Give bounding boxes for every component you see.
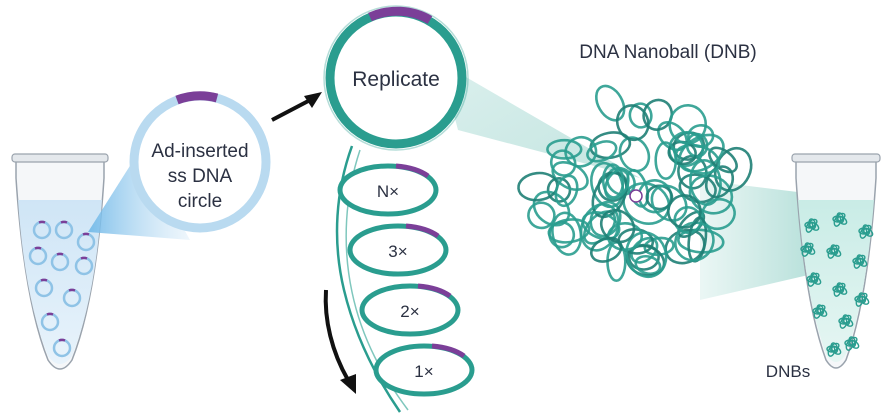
nanoball-strand-loop xyxy=(615,104,650,142)
tube-dnb-cluster xyxy=(806,272,822,287)
nanoball-strand-loop xyxy=(667,194,702,229)
nanoball-strand-loop xyxy=(650,184,688,222)
left-tube xyxy=(11,153,109,370)
tube-dnb-cluster xyxy=(812,304,828,319)
tube-adapter-mark xyxy=(46,312,54,316)
tube-adapter-mark xyxy=(58,338,66,342)
zoom-beam-right xyxy=(700,180,830,300)
loop-n xyxy=(337,163,439,217)
nanoball-strand-loop xyxy=(564,135,598,168)
ss-dna-circle xyxy=(129,91,271,233)
nanoball-strand-loop xyxy=(654,141,678,180)
nanoball-strand-loop xyxy=(603,168,630,201)
right-tube-dnbs xyxy=(800,212,874,357)
tube-dnb-cluster xyxy=(844,336,860,351)
nanoball-strand-loop xyxy=(532,190,571,227)
nanoball-strand-loop xyxy=(704,165,735,199)
nanoball-strand-loop xyxy=(548,220,576,249)
arrow-to-replicate xyxy=(271,92,322,122)
nanoball-strand-loop xyxy=(590,161,625,209)
tube-dnb-cluster xyxy=(826,244,842,259)
tube-dnb-cluster xyxy=(854,292,870,307)
tube-adapter-mark xyxy=(34,246,42,250)
nanoball-strand-loop xyxy=(625,231,668,279)
tube-adapter-mark xyxy=(68,288,76,292)
loop-1-label: 1× xyxy=(414,362,433,381)
loop-2-label: 2× xyxy=(400,302,419,321)
nanoball-strand-loop xyxy=(668,104,708,145)
nanoball-strand-loop xyxy=(586,140,618,163)
replicate-label: Replicate xyxy=(352,68,440,91)
nanoball-strand-loop xyxy=(546,177,572,203)
tube-adapter-mark xyxy=(38,220,46,224)
tube-dnb-cluster xyxy=(826,342,842,357)
loop-2 xyxy=(359,283,461,337)
tube-dnb-cluster xyxy=(832,212,848,227)
ss-circle-label-line2: ss DNA xyxy=(168,166,233,187)
nanoball-strand-loop xyxy=(634,254,662,276)
dnb-title: DNA Nanoball (DNB) xyxy=(579,42,756,63)
ss-circle-label-line3: circle xyxy=(178,191,222,212)
left-tube-circles xyxy=(28,220,96,358)
loop-3 xyxy=(347,223,449,277)
dnbs-label: DNBs xyxy=(766,362,810,381)
nanoball-strand-loop xyxy=(674,143,721,175)
tube-dnb-cluster xyxy=(832,282,848,297)
nanoball-strand-loop xyxy=(527,201,556,230)
loop-1 xyxy=(373,343,475,397)
nanoball-strand-loop xyxy=(673,205,703,235)
dna-nanoball xyxy=(517,84,753,282)
nanoball-core-marker xyxy=(629,189,643,203)
nanoball-strand-loop xyxy=(628,102,653,129)
replicate-circle xyxy=(323,5,469,151)
nanoball-strand-loop xyxy=(601,163,625,199)
loop-n-label: N× xyxy=(377,182,399,201)
replication-direction-arrow xyxy=(323,289,356,394)
tube-dnb-cluster xyxy=(852,254,868,269)
nanoball-strand-loop xyxy=(554,174,579,208)
nanoball-strand-loop xyxy=(546,138,583,160)
tube-dnb-cluster xyxy=(858,224,874,239)
tube-adapter-mark xyxy=(40,278,48,282)
nanoball-strand-loop xyxy=(591,171,628,219)
tube-adapter-mark xyxy=(80,256,88,260)
tube-dnb-cluster xyxy=(804,218,820,233)
right-tube xyxy=(791,153,881,369)
tube-adapter-mark xyxy=(82,232,90,236)
tube-adapter-mark xyxy=(56,252,64,256)
loop-3-label: 3× xyxy=(388,242,407,261)
ss-circle-label-line1: Ad-inserted xyxy=(151,141,248,162)
tube-dnb-cluster xyxy=(800,242,816,257)
nanoball-strand-loop xyxy=(590,236,623,263)
tube-adapter-mark xyxy=(60,220,68,224)
nanoball-strand-loop xyxy=(677,228,725,254)
tube-dnb-cluster xyxy=(838,314,854,329)
nanoball-strand-loop xyxy=(626,168,650,208)
nanoball-strand-loop xyxy=(594,84,626,122)
